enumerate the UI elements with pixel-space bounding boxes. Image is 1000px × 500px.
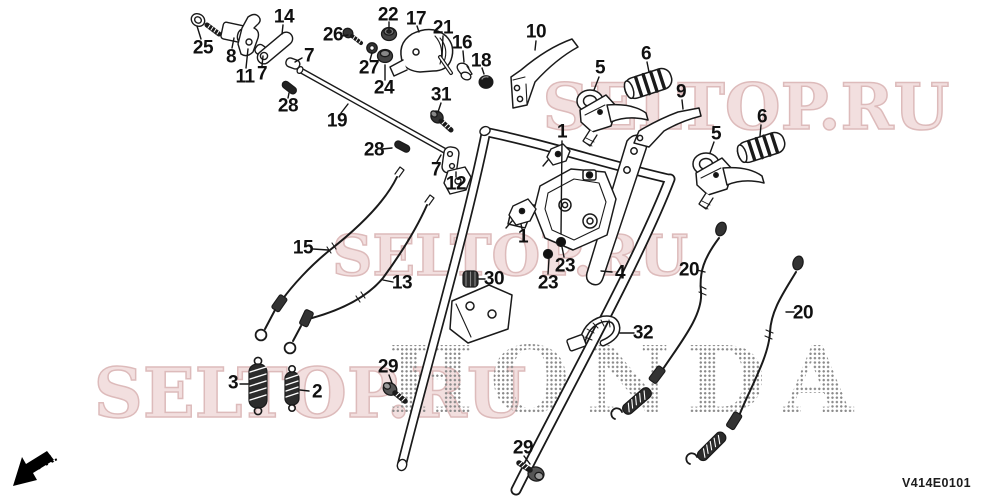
part-28-pin-b	[394, 140, 411, 153]
leader-line-14	[281, 24, 284, 35]
cable-15	[254, 166, 405, 342]
leader-line-9	[681, 99, 684, 110]
part-30-grommet	[462, 270, 479, 288]
leader-line-16	[462, 50, 465, 63]
part-21-pin	[438, 55, 453, 75]
leader-line-17	[416, 25, 420, 33]
leader-line-21	[441, 35, 444, 58]
leader-line-5	[709, 141, 715, 154]
part-28-pin-a	[281, 80, 297, 95]
leader-line-15	[312, 248, 329, 251]
part-18-cap	[478, 75, 494, 89]
part-25-bolt	[190, 12, 222, 37]
part-6-grip-a	[623, 67, 673, 100]
mid-bracket	[449, 284, 513, 344]
leader-line-23	[561, 246, 565, 258]
part-27-washer	[366, 42, 378, 54]
fr-direction-arrow: FR.	[13, 448, 59, 486]
leader-line-13	[382, 279, 394, 283]
leader-line-6	[759, 124, 762, 137]
part-24-nut	[376, 48, 394, 64]
leader-line-1	[520, 223, 523, 230]
watermark-honda: HONDA	[386, 326, 870, 434]
leader-line-26	[341, 34, 349, 37]
part-31-bolt	[430, 110, 454, 133]
leader-line-27	[369, 52, 373, 61]
handlebar-tubes	[396, 125, 676, 496]
part-26-screw	[342, 27, 363, 45]
part-2-spring	[284, 364, 300, 412]
part-7-12-bracket	[441, 146, 472, 195]
part-16-nut	[456, 62, 473, 81]
leader-line-29	[388, 374, 393, 384]
part-5-throttle-a	[576, 89, 649, 147]
leader-line-5	[593, 76, 600, 91]
leader-line-11	[245, 48, 249, 69]
part-23-bolts	[542, 236, 567, 260]
part-1-clamp-b	[505, 198, 537, 229]
cable-20-a	[610, 221, 727, 420]
leader-line-10	[534, 40, 537, 51]
leader-lines	[196, 21, 795, 465]
leader-line-28	[287, 92, 290, 99]
leader-line-28	[381, 147, 393, 150]
drawing-code: V414E0101	[902, 476, 971, 490]
cable-13	[283, 194, 435, 355]
part-6-grip-b	[736, 131, 786, 164]
part-19-rod	[296, 65, 451, 157]
part-10-lever	[510, 38, 579, 109]
leader-line-4	[600, 270, 613, 273]
leader-line-7	[436, 154, 442, 163]
cable-20-b	[685, 255, 804, 465]
part-11-arm	[237, 13, 261, 57]
leader-line-23	[547, 258, 550, 275]
part-3-spring	[248, 356, 268, 416]
leader-line-7	[261, 55, 264, 67]
watermark-seltop: SELTOP.RU	[93, 354, 527, 434]
leader-line-2	[299, 389, 310, 392]
part-29-bolt-b	[516, 460, 545, 482]
leader-line-19	[340, 103, 349, 114]
leader-line-6	[646, 61, 650, 73]
leader-line-29	[523, 455, 531, 465]
part-14-lever	[256, 31, 294, 65]
center-bracket	[507, 168, 617, 251]
leader-line-7	[294, 57, 303, 63]
leader-line-25	[196, 25, 202, 40]
leader-line-20	[696, 269, 706, 273]
leader-line-1	[560, 140, 563, 235]
part-29-bolt-a	[382, 382, 408, 404]
leader-line-31	[437, 102, 442, 113]
part-1-clamp-a	[542, 143, 571, 167]
part-17-cover	[389, 28, 454, 77]
part-7-pin-b	[285, 57, 301, 70]
leader-line-18	[481, 67, 485, 75]
leader-line-8	[231, 37, 235, 49]
part-5-throttle-b	[692, 152, 765, 210]
part-9-lever	[633, 107, 702, 148]
part-32-clip	[566, 315, 621, 352]
